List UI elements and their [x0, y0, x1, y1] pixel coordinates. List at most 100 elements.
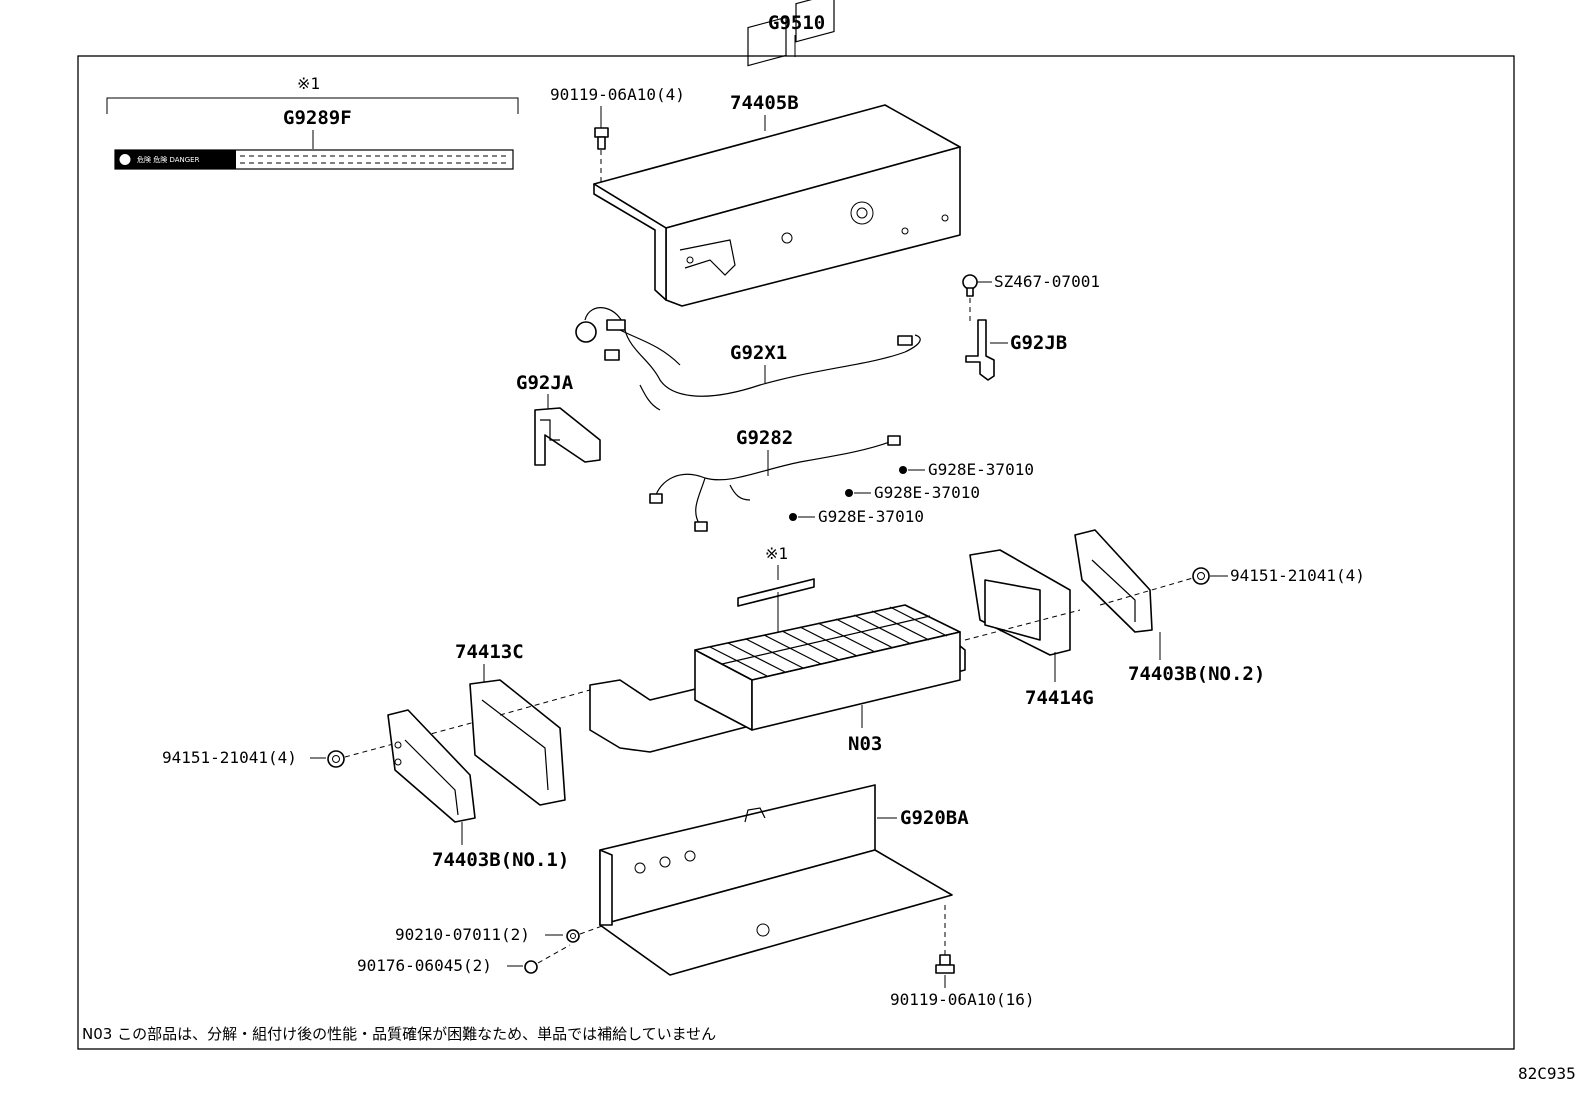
label-battery-n03[interactable]: N03 — [848, 733, 882, 755]
bracket-no1-detail — [404, 739, 459, 816]
label-sensor-3[interactable]: G928E-37010 — [818, 507, 924, 526]
g92x1-branch-2 — [639, 384, 661, 411]
label-bolt-top[interactable]: 90119-06A10(4) — [550, 85, 685, 104]
dash-screw — [537, 944, 571, 964]
label-bracket-no1[interactable]: 74403B(NO.1) — [432, 849, 569, 871]
g92ja-shape — [534, 407, 601, 466]
tray-tab — [744, 807, 766, 823]
bolt-bottom-head — [935, 964, 955, 974]
g9282-branch-1 — [695, 477, 706, 526]
bracket-74403b-no1[interactable]: 74403B(NO.1) — [387, 709, 569, 871]
label-sensor-1[interactable]: G928E-37010 — [928, 460, 1034, 479]
label-sensor-2[interactable]: G928E-37010 — [874, 483, 980, 502]
cover-window-1 — [747, 16, 787, 67]
battery-cell-lines — [709, 606, 948, 677]
label-screw[interactable]: 90176-06045(2) — [357, 956, 492, 975]
lower-tray[interactable]: G920BA — [599, 784, 969, 976]
bracket-74403b-no2[interactable]: 74403B(NO.2) — [1074, 529, 1265, 685]
warning-label-header — [115, 150, 236, 169]
g9282-wire — [654, 439, 896, 499]
sensor-3[interactable]: G928E-37010 — [789, 507, 924, 526]
bracket-no1-hole-2 — [394, 758, 402, 766]
label-nut-right[interactable]: 94151-21041(4) — [1230, 566, 1365, 585]
label-wire-g9282[interactable]: G9282 — [736, 427, 793, 449]
label-nut-left[interactable]: 94151-21041(4) — [162, 748, 297, 767]
sensor-1[interactable]: G928E-37010 — [899, 460, 1034, 479]
bolt-shank — [597, 136, 606, 150]
battery-module-n03[interactable]: N03 — [589, 604, 966, 755]
label-cover-top[interactable]: 74405B — [730, 92, 799, 114]
label-cover-74413c[interactable]: 74413C — [455, 641, 524, 663]
assembly-number[interactable]: G9510 — [768, 12, 825, 34]
label-cover-74414g[interactable]: 74414G — [1025, 687, 1094, 709]
bracket-no1-hole-1 — [394, 741, 402, 749]
nut-left-hole — [332, 755, 340, 763]
figure-code: 82C935 — [1518, 1064, 1576, 1083]
g9282-connector-2 — [694, 521, 708, 532]
label-wire-g92x1[interactable]: G92X1 — [730, 342, 787, 364]
upper-cover[interactable]: 74405B — [593, 0, 961, 307]
bracket-g92jb[interactable]: G92JB — [965, 319, 1067, 381]
sensor-2-icon — [845, 489, 853, 497]
end-cover-74414g[interactable]: 74414G — [964, 549, 1094, 709]
label-kit-bracket — [106, 97, 519, 114]
cover-hole-4 — [941, 214, 949, 222]
battery-label-sticker[interactable] — [737, 578, 815, 607]
clip-shank — [966, 287, 974, 297]
label-clip-right[interactable]: SZ467-07001 — [994, 272, 1100, 291]
bracket-no2-detail — [1091, 559, 1136, 622]
clip-right[interactable]: SZ467-07001 — [962, 272, 1100, 322]
tray-floor-hole — [756, 923, 770, 937]
g92jb-shape — [965, 319, 995, 381]
end-cover-74413c[interactable]: 74413C — [455, 641, 591, 806]
dash-74414g — [964, 609, 1081, 641]
sensor-3-icon — [789, 513, 797, 521]
dash-nut-right — [1099, 577, 1194, 606]
washer[interactable]: 90210-07011(2) — [395, 924, 606, 944]
g92ja-detail — [540, 419, 560, 441]
label-washer[interactable]: 90210-07011(2) — [395, 925, 530, 944]
g9282-branch-2 — [729, 484, 751, 501]
g92x1-connector-3 — [897, 335, 913, 346]
nut-right[interactable]: 94151-21041(4) — [1099, 566, 1365, 606]
tray-hole-1 — [634, 862, 646, 874]
74413c-detail — [481, 699, 549, 791]
bolt-top[interactable]: 90119-06A10(4) — [550, 85, 685, 184]
dash-washer — [579, 924, 606, 935]
cover-side-face — [593, 183, 667, 301]
g9282-connector-1 — [649, 493, 663, 504]
g92x1-connector-2 — [604, 349, 620, 361]
clip-head — [962, 274, 978, 290]
dash-74413c — [499, 689, 591, 716]
battery-cells-front — [751, 631, 961, 731]
bolt-bottom[interactable]: 90119-06A10(16) — [890, 905, 1035, 1009]
battery-marker: ※1 — [765, 544, 788, 563]
footnote: N03 この部品は、分解・組付け後の性能・品質確保が困難なため、単品では補給して… — [82, 1025, 716, 1043]
wire-harness-g9282[interactable]: G9282 — [649, 427, 901, 532]
cover-hole-3 — [901, 227, 909, 235]
sensor-2[interactable]: G928E-37010 — [845, 483, 980, 502]
bolt-bottom-shank — [939, 954, 951, 966]
nut-right-hole — [1197, 572, 1205, 580]
cover-hole-2 — [686, 256, 694, 264]
label-kit-part-number[interactable]: G9289F — [283, 107, 352, 129]
label-tray-g920ba[interactable]: G920BA — [900, 807, 969, 829]
wire-harness-g92x1[interactable]: G92X1 — [575, 307, 921, 411]
g92x1-branch-1 — [619, 329, 681, 366]
label-kit[interactable]: ※1 G9289F 危険 危険 DANGER — [106, 74, 519, 170]
g9282-connector-3 — [887, 435, 901, 446]
tray-side — [599, 849, 613, 926]
g92x1-connector-1 — [606, 319, 626, 331]
cover-hole-1 — [781, 232, 793, 244]
label-bracket-no2[interactable]: 74403B(NO.2) — [1128, 663, 1265, 685]
label-bolt-bottom[interactable]: 90119-06A10(16) — [890, 990, 1035, 1009]
label-bracket-g92jb[interactable]: G92JB — [1010, 332, 1067, 354]
screw[interactable]: 90176-06045(2) — [357, 944, 571, 975]
bolt-head — [594, 127, 609, 138]
bracket-g92ja[interactable]: G92JA — [516, 372, 601, 466]
screw-icon — [524, 960, 538, 974]
g92x1-grommet — [575, 321, 597, 343]
label-bracket-g92ja[interactable]: G92JA — [516, 372, 574, 394]
74414g-inner — [984, 579, 1041, 641]
74413c-shape — [469, 679, 566, 806]
